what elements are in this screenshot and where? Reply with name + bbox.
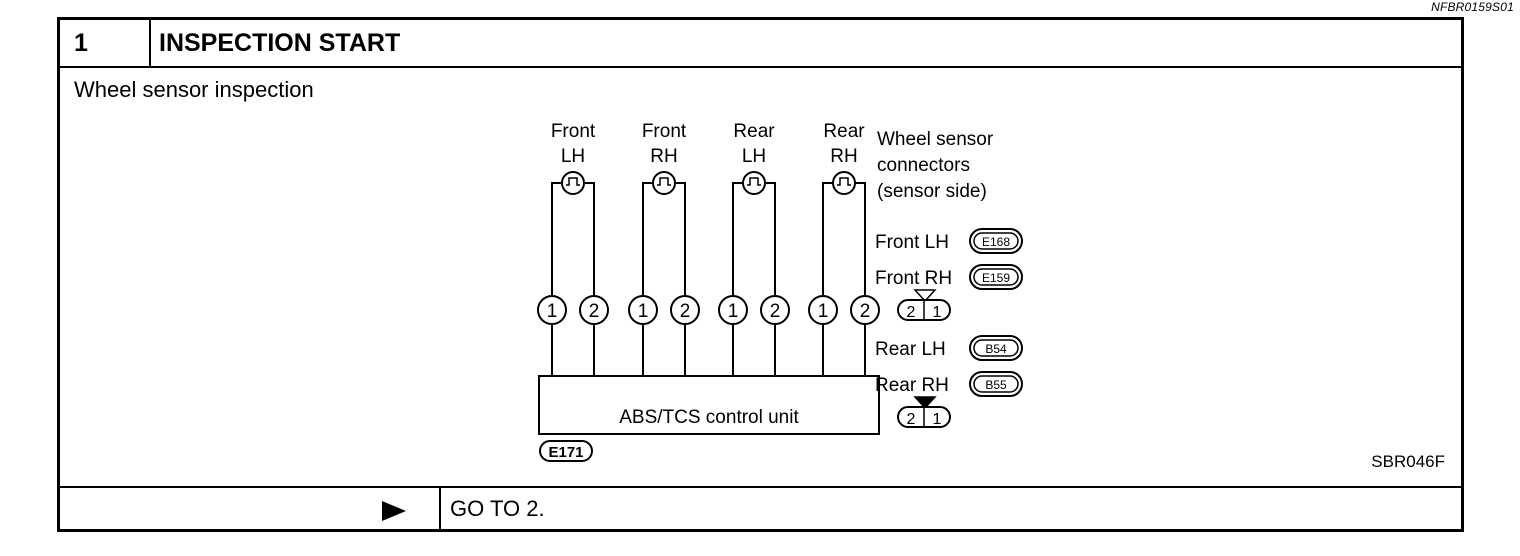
pin-circle — [628, 295, 658, 325]
pinout-number: 2 — [907, 304, 916, 321]
sensor-1: FrontLH1276 — [537, 121, 609, 399]
pin-number: 1 — [818, 301, 829, 322]
sensor-symbol — [652, 171, 676, 195]
control-unit-connector-badge — [539, 440, 593, 462]
arrow-right-icon — [382, 501, 406, 521]
connector-code: E159 — [982, 271, 1010, 285]
connectors-title-line2: connectors — [877, 155, 970, 176]
sensor-pulse-icon — [747, 177, 761, 186]
connector-entry: Rear LH B54 — [875, 335, 1023, 361]
sensor-wire-loop — [822, 182, 866, 376]
connector-code: B55 — [985, 378, 1007, 392]
connector-badge-inner — [973, 232, 1019, 250]
sensor-pulse-icon — [657, 177, 671, 186]
pin-number: 2 — [860, 301, 871, 322]
control-unit-label: ABS/TCS control unit — [619, 407, 799, 428]
connector-badge-inner — [973, 375, 1019, 393]
step-result-row: GO TO 2. — [60, 488, 1461, 529]
pin-circle — [670, 295, 700, 325]
pin-circle — [579, 295, 609, 325]
connector-entry: Front LH E168 — [875, 228, 1023, 254]
sensor-3: RearLH1298 — [718, 121, 790, 399]
sensor-name-line1: Rear — [733, 121, 775, 142]
connector-label: Rear RH — [875, 375, 949, 396]
result-cell — [60, 488, 441, 529]
sensor-name-line2: RH — [650, 146, 677, 167]
step-header-row: 1 INSPECTION START — [60, 20, 1461, 68]
step-body-row: Wheel sensor inspection FrontLH1276Front… — [60, 68, 1461, 488]
document-id: NFBR0159S01 — [1431, 0, 1514, 14]
connector-code: E168 — [982, 235, 1010, 249]
sensor-wire-loop — [551, 182, 595, 376]
sensor-symbol — [561, 171, 585, 195]
control-unit-box — [538, 375, 880, 435]
sensor-4: RearRH1231 — [808, 121, 880, 399]
figure-id: SBR046F — [1371, 452, 1445, 471]
step-number: 1 — [60, 20, 151, 66]
sensor-symbol — [742, 171, 766, 195]
go-to-action: GO TO 2. — [450, 496, 545, 521]
sensor-wire-loop — [732, 182, 776, 376]
sensor-name-line2: LH — [742, 146, 766, 167]
connector-entry: Front RH E159 — [875, 264, 1023, 290]
sensor-name-line1: Front — [551, 121, 596, 142]
connector-badge-inner — [973, 339, 1019, 357]
sensor-name-line1: Front — [642, 121, 687, 142]
pin-circle — [808, 295, 838, 325]
pinout-key-icon — [913, 289, 937, 303]
sensor-wire-loop — [642, 182, 686, 376]
sensor-pulse-icon — [837, 177, 851, 186]
pin-circle — [850, 295, 880, 325]
pin-circle — [760, 295, 790, 325]
control-unit-group: ABS/TCS control unit E171 — [538, 375, 880, 462]
connectors-title-line1: Wheel sensor — [877, 129, 994, 150]
pin-number: 1 — [638, 301, 649, 322]
step-title: INSPECTION START — [159, 29, 401, 57]
pinout-number: 2 — [907, 411, 916, 428]
pin-number: 1 — [728, 301, 739, 322]
sensor-2: FrontRH1254 — [628, 121, 700, 399]
pinout-key-icon — [913, 396, 937, 410]
inspection-description: Wheel sensor inspection — [74, 77, 314, 102]
inspection-table: 1 INSPECTION START Wheel sensor inspecti… — [57, 17, 1464, 532]
pinout-number: 1 — [933, 411, 942, 428]
connector-entry: Rear RH B55 — [875, 371, 1023, 397]
control-unit-connector-code: E171 — [548, 444, 583, 461]
pin-circle — [718, 295, 748, 325]
sensor-symbol — [832, 171, 856, 195]
connector-label: Front LH — [875, 232, 949, 253]
pin-number: 2 — [770, 301, 781, 322]
connector-label: Front RH — [875, 268, 952, 289]
pin-circle — [537, 295, 567, 325]
pin-number: 2 — [680, 301, 691, 322]
sensor-name-line1: Rear — [823, 121, 865, 142]
pin-number: 1 — [547, 301, 558, 322]
sensor-pulse-icon — [566, 177, 580, 186]
connector-label: Rear LH — [875, 339, 946, 360]
connector-badge-inner — [973, 268, 1019, 286]
connector-code: B54 — [985, 342, 1007, 356]
sensor-group: FrontLH1276FrontRH1254RearLH1298RearRH12… — [537, 121, 880, 399]
sensor-name-line2: LH — [561, 146, 585, 167]
sensor-name-line2: RH — [830, 146, 857, 167]
pinout-number: 1 — [933, 304, 942, 321]
connector-legend: Wheel sensor connectors (sensor side) — [877, 129, 994, 202]
connectors-title-line3: (sensor side) — [877, 181, 987, 202]
pin-number: 2 — [589, 301, 600, 322]
wiring-diagram: FrontLH1276FrontRH1254RearLH1298RearRH12… — [537, 121, 1023, 462]
